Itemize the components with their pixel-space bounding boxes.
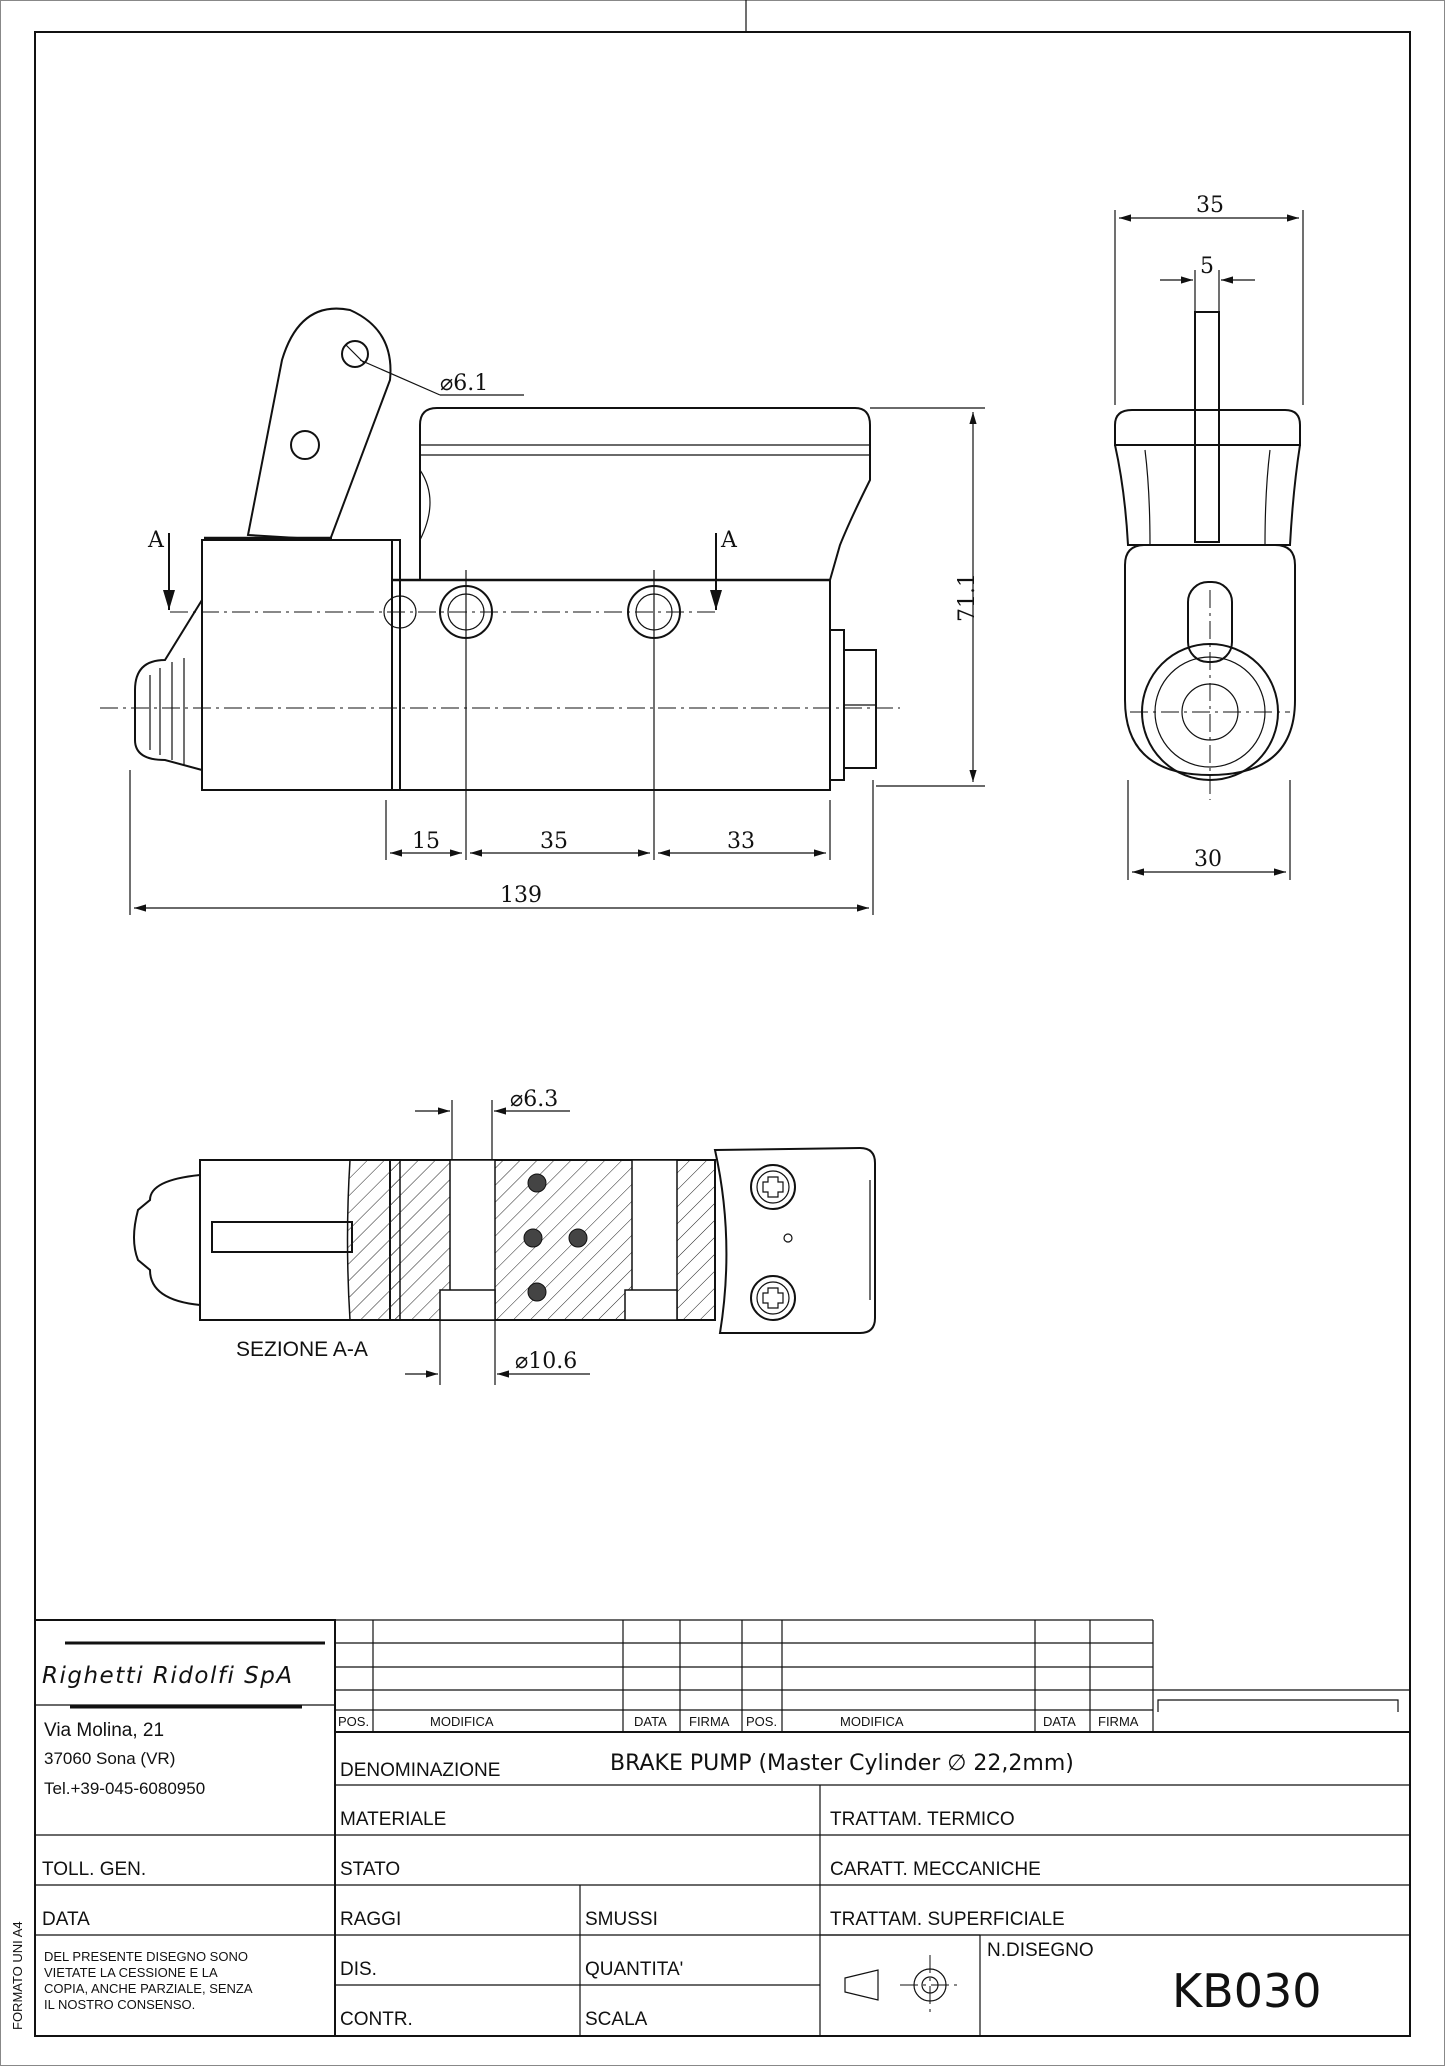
dim-seg1: 15 [412,829,440,854]
section-label: SEZIONE A-A [236,1338,368,1361]
lever-hole [290,430,320,460]
denominazione-label: DENOMINAZIONE [340,1760,500,1781]
contr-label: CONTR. [340,2009,413,2030]
format-label: FORMATO UNI A4 [10,1921,25,2030]
denominazione-value: BRAKE PUMP (Master Cylinder ∅ 22,2mm) [610,1751,1074,1776]
trattam-termico-label: TRATTAM. TERMICO [830,1809,1015,1830]
n-disegno-label: N.DISEGNO [987,1940,1094,1961]
data-label: DATA [42,1909,90,1930]
rev-header-firma: FIRMA [689,1714,730,1729]
title-block-lines [34,1619,1410,2037]
disclaimer-line2: VIETATE LA CESSIONE E LA [44,1965,218,1980]
toll-gen-label: TOLL. GEN. [42,1859,146,1880]
dim-hole-dia: ⌀6.1 [440,371,488,396]
dim-width-top: 35 [1196,193,1224,218]
rev-header-pos: POS. [338,1714,369,1729]
address-line2: 37060 Sona (VR) [44,1749,175,1768]
section-mark-left: A [147,528,165,553]
dim-small-bore: ⌀6.3 [510,1087,558,1112]
address-line3: Tel.+39-045-6080950 [44,1779,205,1798]
rev-header-modifica: MODIFICA [430,1714,494,1729]
caratt-label: CARATT. MECCANICHE [830,1859,1041,1880]
disclaimer-line1: DEL PRESENTE DISEGNO SONO [44,1949,248,1964]
dim-lever: 5 [1200,254,1214,279]
company-name: Righetti Ridolfi SpA [42,1663,294,1689]
materiale-label: MATERIALE [340,1809,446,1830]
disclaimer-line3: COPIA, ANCHE PARZIALE, SENZA [44,1981,253,1996]
lever-pivot-hole [341,340,369,368]
side-view [1114,210,1304,880]
stato-label: STATO [340,1859,400,1880]
scala-label: SCALA [585,2009,648,2030]
address-line1: Via Molina, 21 [44,1720,164,1741]
rev-header-data: DATA [634,1714,667,1729]
drawing-number: KB030 [1172,1964,1322,2018]
section-mark-right: A [720,528,738,553]
quantita-label: QUANTITA' [585,1959,683,1980]
dim-seg3: 33 [727,829,755,854]
smussi-label: SMUSSI [585,1909,658,1930]
lever-edge [1194,311,1220,543]
disclaimer-line4: IL NOSTRO CONSENSO. [44,1997,195,2012]
raggi-label: RAGGI [340,1909,401,1930]
dim-seg2: 35 [540,829,568,854]
trattam-sup-label: TRATTAM. SUPERFICIALE [830,1909,1065,1930]
dim-total: 139 [500,883,542,908]
rev-header-firma2: FIRMA [1098,1714,1139,1729]
dim-width-bottom: 30 [1194,847,1222,872]
rev-header-pos2: POS. [746,1714,777,1729]
dim-height: 71.1 [955,573,980,622]
section-view [133,1100,876,1385]
rev-header-modifica2: MODIFICA [840,1714,904,1729]
top-view [100,307,985,915]
dim-large-bore: ⌀10.6 [515,1349,577,1374]
rev-header-data2: DATA [1043,1714,1076,1729]
dis-label: DIS. [340,1959,377,1980]
